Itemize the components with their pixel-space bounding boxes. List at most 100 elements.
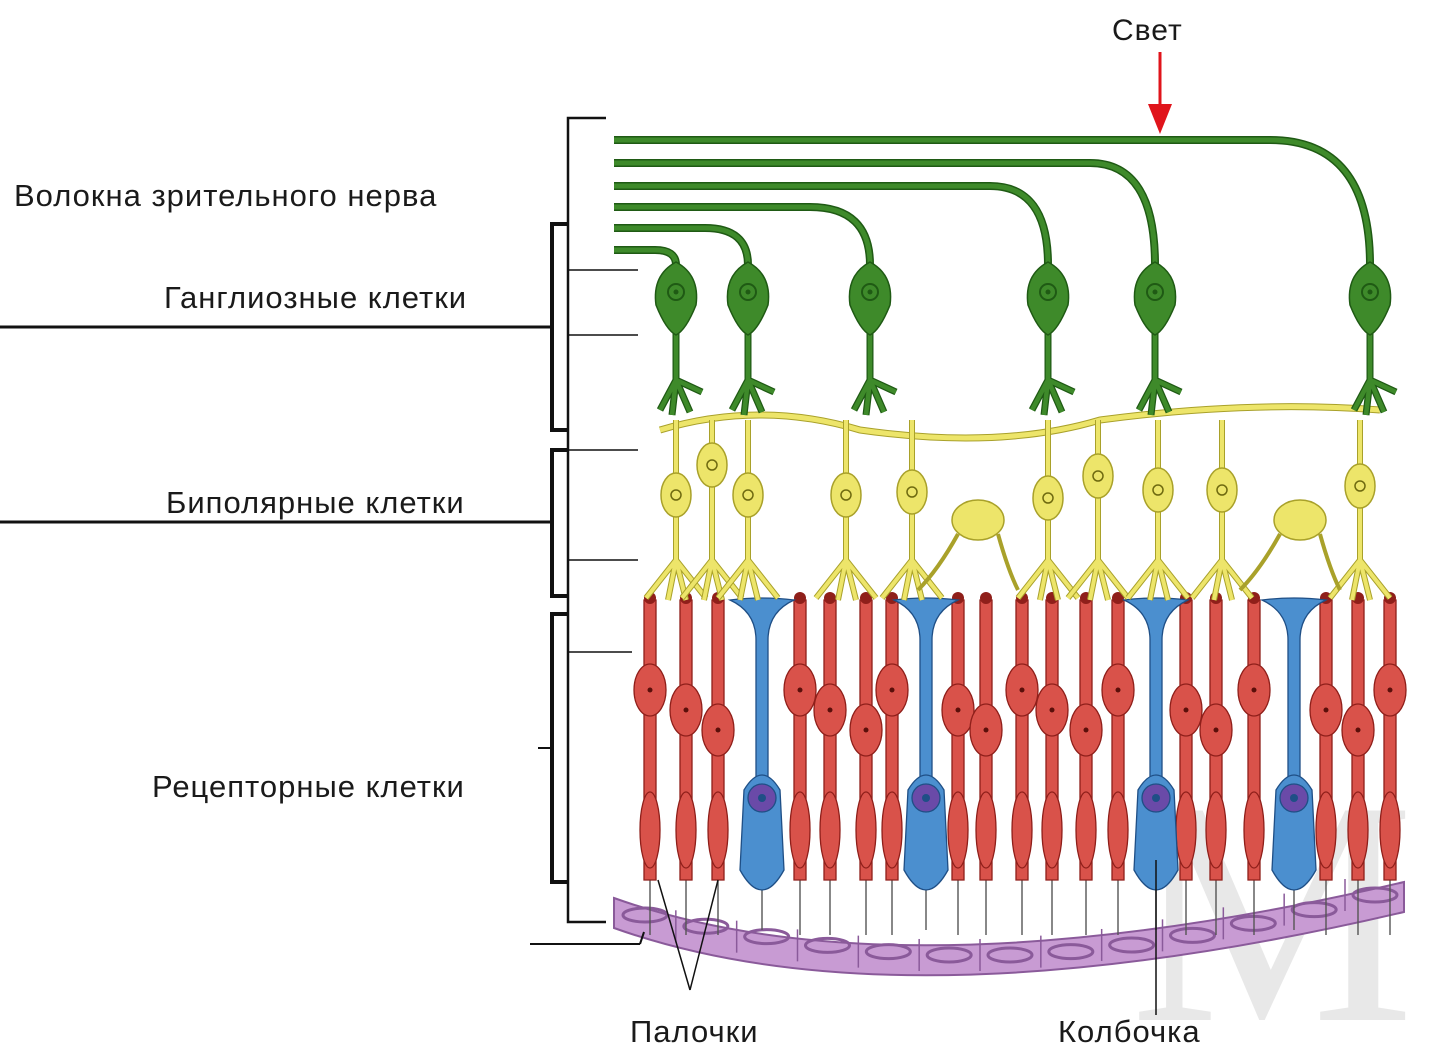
bipolar-cell [682, 420, 742, 600]
bipolar-soma [1207, 468, 1237, 512]
cone-nucleolus [1290, 794, 1298, 802]
rod-cell [970, 592, 1002, 935]
rod-nucleus [956, 708, 961, 713]
rod-cell [784, 592, 816, 935]
ganglion-soma [655, 262, 696, 335]
ganglion-nucleolus [746, 290, 751, 295]
horizontal-cell [918, 500, 1018, 590]
rod-cell [634, 592, 666, 935]
bipolar-soma [661, 473, 691, 517]
rod-nucleus [1084, 728, 1089, 733]
receptor-cells-label: Рецепторные клетки [152, 769, 465, 804]
bipolar-cell [1068, 420, 1128, 600]
optic-nerve-fiber [614, 163, 1155, 265]
rod-cell [670, 592, 702, 935]
rod-terminal [824, 592, 836, 604]
rod-outer-segment [790, 792, 810, 868]
fiber-fill [614, 250, 676, 265]
rod-outer-segment [1380, 792, 1400, 868]
rod-nucleus [716, 728, 721, 733]
rod-outer-segment [1206, 792, 1226, 868]
rod-cell [702, 592, 734, 935]
rod-outer-segment [948, 792, 968, 868]
rod-cell [942, 592, 974, 935]
cone-label: Колбочка [1058, 1014, 1201, 1049]
horizontal-cell-process [1240, 534, 1340, 590]
amacrine-process-fill [660, 407, 1380, 438]
rod-cell [850, 592, 882, 935]
rod-outer-segment [1316, 792, 1336, 868]
rod-nucleus [1324, 708, 1329, 713]
rod-outer-segment [976, 792, 996, 868]
fiber-fill [614, 140, 1370, 265]
bipolar-cells-label: Биполярные клетки [166, 485, 465, 520]
rod-outer-segment [1244, 792, 1264, 868]
cone-nucleolus [758, 794, 766, 802]
light-label: Свет [1112, 14, 1183, 47]
rod-outer-segment [1108, 792, 1128, 868]
rod-nucleus [864, 728, 869, 733]
rod-nucleus [1020, 688, 1025, 693]
bipolar-soma [897, 470, 927, 514]
rod-outer-segment [640, 792, 660, 868]
rod-outer-segment [1076, 792, 1096, 868]
ganglion-cell [655, 262, 702, 415]
cone-cell [894, 598, 958, 930]
ganglion-soma [1134, 262, 1175, 335]
ganglion-nucleolus [868, 290, 873, 295]
rod-terminal [794, 592, 806, 604]
bipolar-cell [718, 420, 778, 600]
rod-outer-segment [820, 792, 840, 868]
bipolar-cell [1330, 420, 1390, 600]
ganglion-soma [727, 262, 768, 335]
rod-outer-segment [1348, 792, 1368, 868]
rod-nucleus [890, 688, 895, 693]
rod-nucleus [1252, 688, 1257, 693]
ganglion-cell [727, 262, 774, 415]
bipolar-soma [697, 443, 727, 487]
rod-nucleus [648, 688, 653, 693]
rod-nucleus [798, 688, 803, 693]
rod-outer-segment [856, 792, 876, 868]
fiber-outline [614, 140, 1370, 265]
rod-nucleus [1184, 708, 1189, 713]
ganglion-cell [1134, 262, 1181, 415]
fiber-fill [614, 163, 1155, 265]
bipolar-cell [1192, 420, 1252, 600]
rod-nucleus [1116, 688, 1121, 693]
rod-outer-segment [1012, 792, 1032, 868]
rod-outer-segment [1042, 792, 1062, 868]
bipolar-soma [1143, 468, 1173, 512]
light-arrow [1148, 52, 1172, 134]
rod-nucleus [684, 708, 689, 713]
horizontal-cell-process [918, 534, 1018, 590]
rod-nucleus [828, 708, 833, 713]
bipolar-soma [1345, 464, 1375, 508]
rod-nucleus [1388, 688, 1393, 693]
ganglion-nucleolus [674, 290, 679, 295]
bipolar-soma [1083, 454, 1113, 498]
optic-nerve-fiber [614, 140, 1370, 265]
rod-outer-segment [676, 792, 696, 868]
bipolar-soma [733, 473, 763, 517]
bipolar-cell [1018, 420, 1078, 600]
bipolar-soma [831, 473, 861, 517]
rod-nucleus [1356, 728, 1361, 733]
rods-label: Палочки [630, 1014, 759, 1049]
ganglion-nucleolus [1153, 290, 1158, 295]
optic-nerve-fiber [614, 250, 676, 265]
rod-outer-segment [882, 792, 902, 868]
horizontal-cell-body [1274, 500, 1326, 540]
bipolar-cell [816, 420, 876, 600]
optic-nerve-fibers-label: Волокна зрительного нерва [14, 178, 437, 213]
ganglion-soma [849, 262, 890, 335]
ganglion-soma [1027, 262, 1068, 335]
cone-nucleolus [922, 794, 930, 802]
ganglion-cell [849, 262, 896, 415]
rod-nucleus [1050, 708, 1055, 713]
rod-cell [1006, 592, 1038, 935]
ganglion-cell [1027, 262, 1074, 415]
cone-cell [730, 598, 794, 930]
horizontal-cell-body [952, 500, 1004, 540]
